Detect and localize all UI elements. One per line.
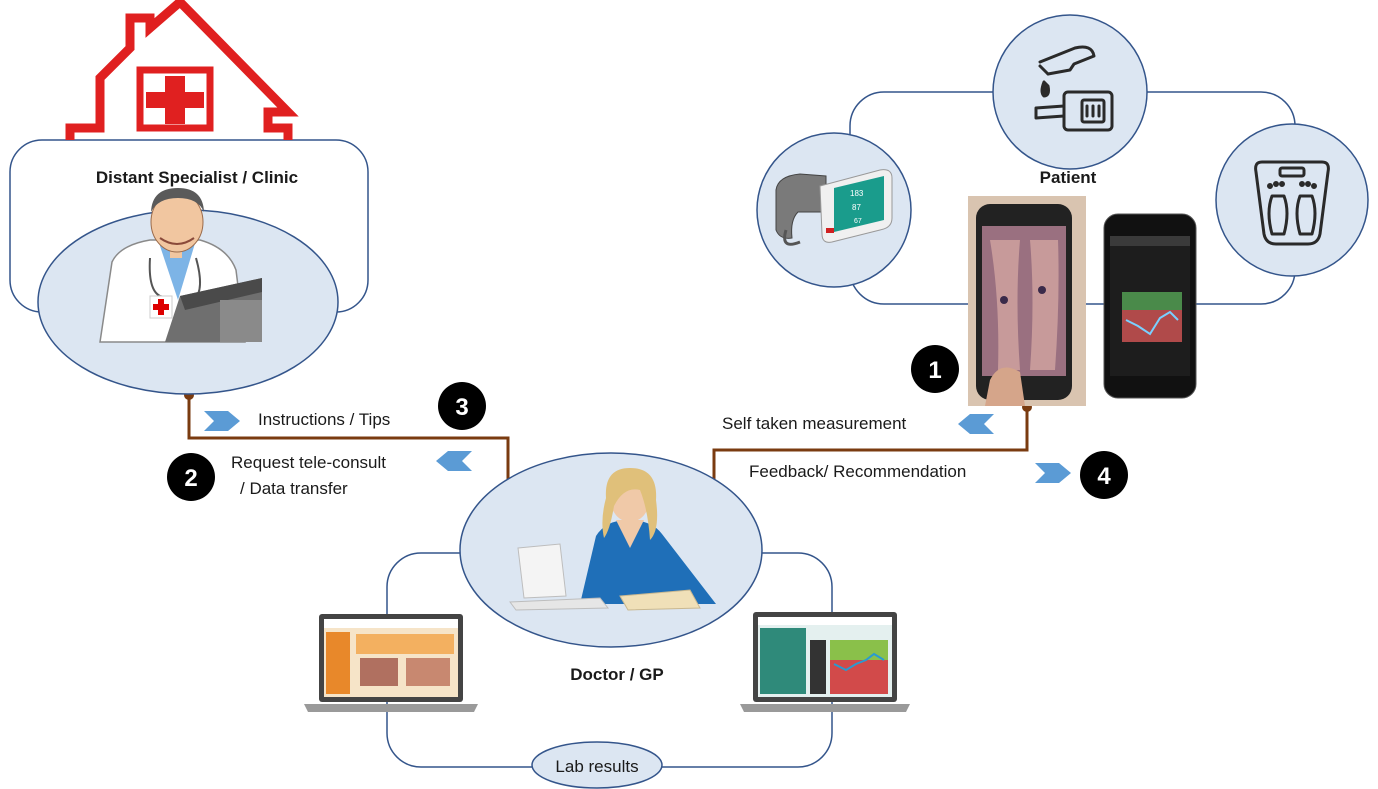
laptop-orange <box>304 614 478 712</box>
step-badge-1-label: 1 <box>928 357 941 384</box>
patient-label: Patient <box>1040 168 1097 187</box>
step-badge-4-label: 4 <box>1097 463 1111 490</box>
self-measure-label: Self taken measurement <box>722 414 907 433</box>
connector-specialist-doctor <box>187 395 510 485</box>
step-badge-4: 4 <box>1080 451 1128 499</box>
doctor-illustration <box>99 188 262 343</box>
svg-text:67: 67 <box>854 218 862 225</box>
scale-node-circle <box>1215 123 1369 277</box>
request-label-line2: / Data transfer <box>240 479 348 498</box>
step-badge-2: 2 <box>167 453 215 501</box>
blood-pressure-monitor-icon: 183 87 67 <box>775 169 893 246</box>
svg-text:87: 87 <box>852 203 861 212</box>
connector-lines <box>187 395 1029 485</box>
step-badge-2-label: 2 <box>184 465 197 492</box>
arrow-right-feedback <box>1035 463 1071 483</box>
lab-results-ellipse <box>531 741 663 789</box>
feedback-label: Feedback/ Recommendation <box>749 462 966 481</box>
arrow-left-self-measure <box>958 414 994 434</box>
instructions-label: Instructions / Tips <box>258 410 390 429</box>
weighing-scale-icon <box>1254 160 1330 246</box>
smartphone-photo <box>968 196 1086 406</box>
house-clinic-icon <box>65 0 299 140</box>
doctor-label: Doctor / GP <box>570 665 664 684</box>
connector-doctor-patient <box>712 407 1029 485</box>
svg-text:183: 183 <box>850 189 864 198</box>
step-badge-3: 3 <box>438 382 486 430</box>
request-label-line1: Request tele-consult <box>231 453 386 472</box>
laptop-chart <box>740 612 910 712</box>
arrow-left-request <box>436 451 472 471</box>
step-badge-3-label: 3 <box>455 394 468 421</box>
smartphone-chart <box>1103 213 1197 399</box>
specialist-label: Distant Specialist / Clinic <box>96 168 298 187</box>
arrow-right-instructions <box>204 411 240 431</box>
glucose-meter-icon <box>1034 45 1114 132</box>
lab-results-label: Lab results <box>555 757 638 776</box>
step-badge-1: 1 <box>911 345 959 393</box>
gp-photo <box>509 468 716 611</box>
